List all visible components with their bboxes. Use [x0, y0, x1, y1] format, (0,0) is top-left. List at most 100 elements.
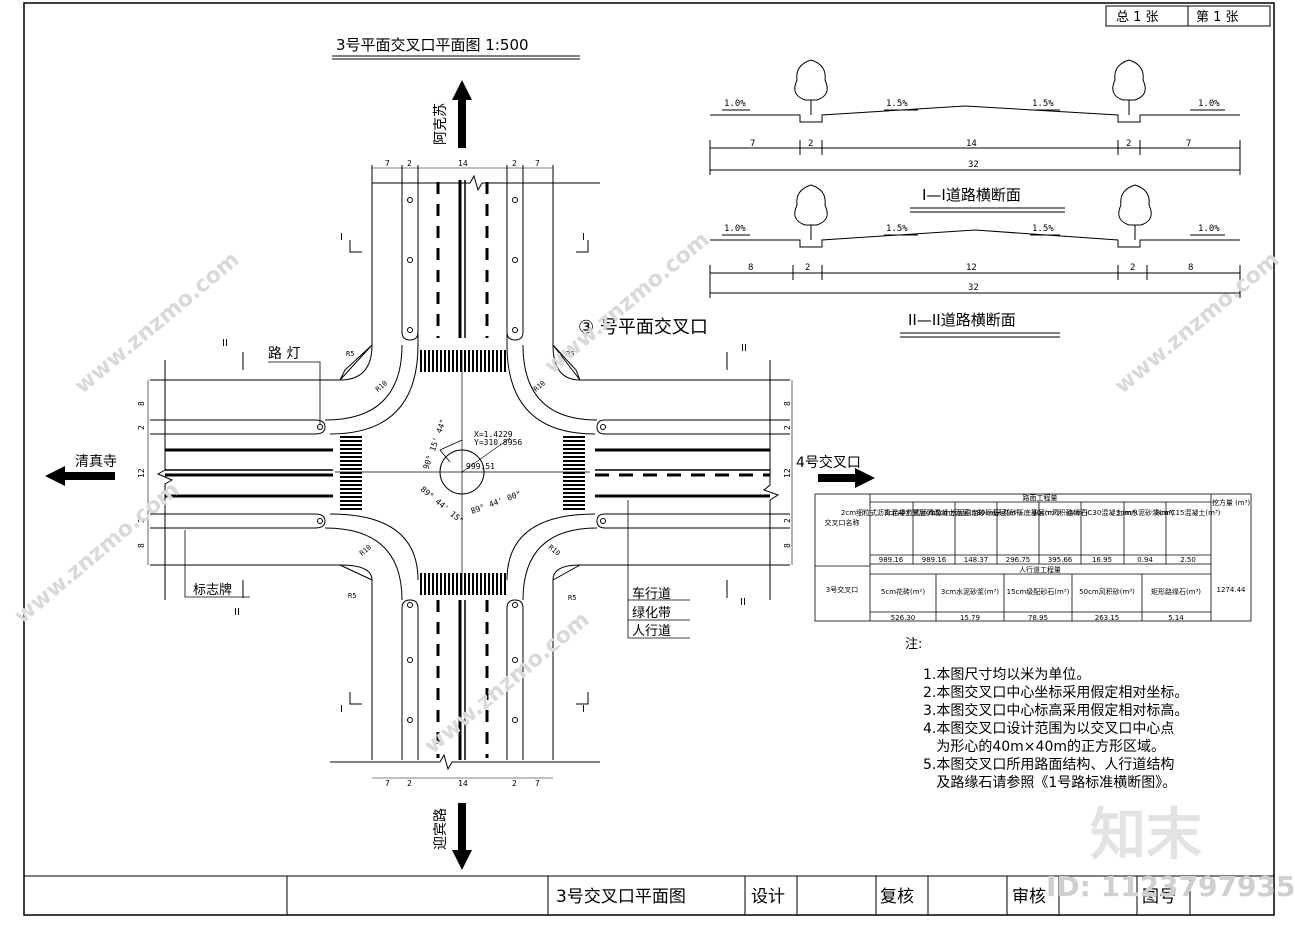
road-east-label: 4号交叉口	[796, 454, 861, 471]
intersection-plan	[150, 165, 790, 771]
svg-text:15cm级配砂石(m³): 15cm级配砂石(m³)	[1007, 587, 1070, 596]
sec-II-label: II	[740, 597, 746, 608]
svg-text:40cm风积砂(m³): 40cm风积砂(m³)	[1032, 508, 1088, 517]
svg-text:8: 8	[783, 543, 792, 548]
svg-text:路面工程量: 路面工程量	[1023, 493, 1058, 502]
svg-text:2: 2	[512, 779, 517, 788]
sec-I-label: I	[582, 232, 585, 243]
dims-east: 8 2 12 2 8	[783, 380, 793, 565]
svg-text:12: 12	[137, 468, 146, 478]
notes-head: 注:	[905, 637, 923, 652]
section-1-title: I—I道路横断面	[922, 186, 1021, 204]
crosswalk-west	[340, 436, 362, 512]
legend-carriageway: 车行道	[632, 586, 671, 602]
radius-labels: R10 R10 R10 R10 R5 R5 R5 R5	[346, 350, 576, 602]
svg-text:X=1.4229: X=1.4229	[474, 430, 513, 439]
svg-text:R10: R10	[374, 379, 389, 393]
svg-text:2: 2	[1130, 263, 1135, 273]
svg-text:R5: R5	[348, 592, 356, 600]
svg-text:2: 2	[137, 518, 146, 523]
lamp-label: 路 灯	[268, 346, 300, 362]
svg-text:2: 2	[137, 425, 146, 430]
svg-text:14: 14	[966, 139, 977, 149]
main-title: 3号平面交叉口平面图 1:500	[332, 36, 580, 60]
dims-north: 7 2 14 2 7	[372, 159, 553, 169]
svg-text:32: 32	[968, 283, 979, 293]
quantity-table-text: 路面工程量 交叉口名称 挖方量 (m³) 2cm细粒式沥青混凝土面层(m²) 3…	[825, 493, 1251, 622]
svg-text:1.0%: 1.0%	[724, 99, 746, 109]
cross-section-2	[709, 184, 1241, 338]
svg-text:50cm风积砂(m³): 50cm风积砂(m³)	[1079, 587, 1135, 596]
svg-text:R10: R10	[358, 543, 373, 557]
sec-I-label: I	[340, 704, 343, 715]
dims-west: 8 2 12 2 8	[137, 380, 149, 565]
legend-sidewalk: 人行道	[632, 624, 671, 639]
svg-text:989.16: 989.16	[879, 556, 904, 564]
svg-text:2: 2	[808, 139, 813, 149]
svg-text:14: 14	[458, 159, 468, 168]
sec-II-label: II	[222, 338, 228, 349]
sec-II-label: II	[741, 343, 747, 354]
svg-text:R5: R5	[566, 350, 574, 358]
svg-text:1.0%: 1.0%	[1198, 224, 1220, 234]
svg-text:395.66: 395.66	[1048, 556, 1073, 564]
svg-text:0.94: 0.94	[1137, 556, 1153, 564]
svg-text:路缘石C30混凝土(m³): 路缘石C30混凝土(m³)	[1067, 508, 1138, 517]
sign-label: 标志牌	[193, 582, 232, 598]
note-item: 及路缘石请参照《1号路标准横断图》。	[923, 775, 1177, 791]
review-label: 审核	[1012, 887, 1046, 907]
svg-text:12: 12	[783, 468, 792, 478]
sec-II-label: II	[234, 607, 240, 618]
sheet-page: 第 1 张	[1196, 10, 1239, 25]
svg-text:人行道工程量: 人行道工程量	[1019, 565, 1061, 574]
notes: 注: 1.本图尺寸均以米为单位。 2.本图交叉口中心坐标采用假定相对坐标。 3.…	[905, 636, 1188, 792]
svg-text:8cmC15混凝土(m³): 8cmC15混凝土(m³)	[1155, 508, 1220, 517]
arrow-east-icon	[818, 468, 875, 488]
svg-text:2.50: 2.50	[1180, 556, 1196, 564]
svg-text:3cm水泥砂浆(m³): 3cm水泥砂浆(m³)	[1116, 508, 1174, 517]
svg-text:8: 8	[137, 543, 146, 548]
svg-text:8: 8	[783, 401, 792, 406]
svg-text:989.16: 989.16	[922, 556, 947, 564]
svg-text:7: 7	[535, 159, 540, 168]
direction-arrows	[45, 80, 875, 870]
section-2-title: II—II道路横断面	[908, 311, 1016, 329]
svg-text:3号交叉口: 3号交叉口	[826, 585, 858, 594]
svg-text:7: 7	[750, 139, 755, 149]
note-item: 为形心的40m×40m的正方形区域。	[923, 739, 1165, 755]
svg-text:7: 7	[535, 779, 540, 788]
svg-text:挖方量 (m³): 挖方量 (m³)	[1212, 498, 1251, 507]
crosswalk-east	[563, 436, 585, 512]
svg-text:3cm中粒式沥青混凝土面层(m²): 3cm中粒式沥青混凝土面层(m²)	[884, 508, 984, 517]
svg-text:R10: R10	[547, 543, 562, 557]
intersection-label: ③ 号平面交叉口	[578, 317, 708, 338]
arrow-west-icon	[45, 466, 115, 486]
svg-text:R5: R5	[568, 594, 576, 602]
svg-text:999.51: 999.51	[466, 462, 495, 471]
svg-text:交叉口名称: 交叉口名称	[825, 518, 860, 527]
sheet-counter: 总 1 张 第 1 张	[1105, 5, 1271, 27]
svg-text:7: 7	[385, 779, 390, 788]
sec-I-label: I	[582, 704, 585, 715]
svg-text:1.5%: 1.5%	[886, 99, 908, 109]
svg-text:296.75: 296.75	[1006, 556, 1031, 564]
number-label: 图号	[1142, 887, 1176, 907]
check-label: 复核	[880, 887, 914, 907]
road-south-label: 迎宾路	[433, 808, 449, 850]
sec-I-label: I	[340, 232, 343, 243]
road-north-label: 阿克苏	[433, 103, 449, 145]
drawing-frame	[23, 2, 1275, 916]
arrow-north-icon	[452, 80, 472, 148]
crosswalks	[340, 350, 585, 595]
legend-green-belt: 绿化带	[632, 606, 671, 621]
svg-text:2: 2	[1126, 139, 1131, 149]
svg-text:3cm水泥砂浆(m³): 3cm水泥砂浆(m³)	[941, 587, 999, 596]
svg-text:30cm天然砂砾底基层(m³): 30cm天然砂砾底基层(m³)	[976, 508, 1060, 517]
svg-text:1.5%: 1.5%	[1032, 99, 1054, 109]
cross-section-1-text: 1.0% 1.5% 1.5% 1.0% 7 2 14 2 7 32	[724, 99, 1220, 170]
svg-text:2: 2	[783, 518, 792, 523]
dims-south: 7 2 14 2 7	[372, 777, 553, 788]
design-label: 设计	[751, 887, 785, 907]
svg-text:14: 14	[458, 779, 468, 788]
